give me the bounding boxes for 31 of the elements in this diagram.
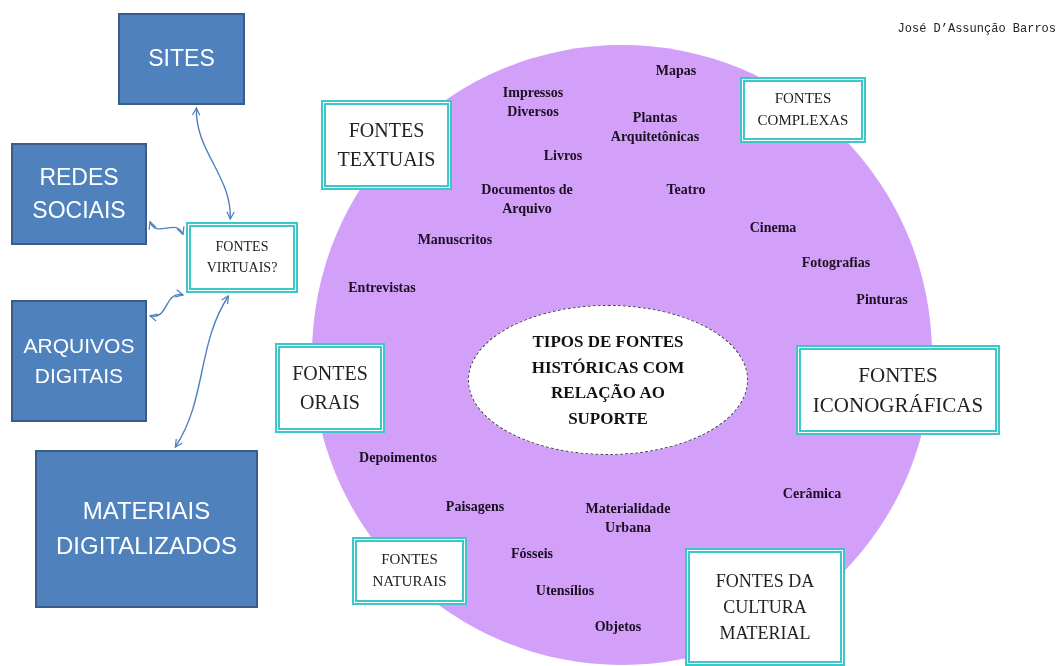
source-example-text: Mapas xyxy=(654,61,698,80)
source-example-text: Entrevistas xyxy=(347,278,417,297)
double-arrow xyxy=(149,221,184,236)
source-example-text: Depoimentos xyxy=(358,448,438,467)
category-box: MATERIAIS DIGITALIZADOS xyxy=(35,450,258,608)
question-box: FONTES VIRTUAIS? xyxy=(186,222,298,293)
source-example-text: Cerâmica xyxy=(781,484,843,503)
source-example-text: Teatro xyxy=(665,180,707,199)
source-example-text: Objetos xyxy=(593,617,643,636)
category-box: ARQUIVOS DIGITAIS xyxy=(11,300,147,422)
source-example-text: Livros xyxy=(542,146,584,165)
source-example-text: Pinturas xyxy=(855,290,909,309)
double-arrow xyxy=(174,295,230,448)
source-example-text: Paisagens xyxy=(444,497,506,516)
source-example-text: Plantas Arquitetônicas xyxy=(609,109,701,146)
source-example-text: Utensílios xyxy=(534,581,596,600)
source-example-text: Cinema xyxy=(748,218,798,237)
source-example-text: Documentos de Arquivo xyxy=(480,181,574,218)
source-example-text: Materialidade Urbana xyxy=(584,500,672,537)
double-arrow xyxy=(192,107,235,220)
source-example-text: Manuscritos xyxy=(416,230,494,249)
category-box: REDES SOCIAIS xyxy=(11,143,147,245)
category-box: FONTES ORAIS xyxy=(275,343,385,433)
source-example-text: Impressos Diversos xyxy=(501,84,565,121)
double-arrow xyxy=(149,290,184,321)
author-credit: José D’Assunção Barros xyxy=(897,22,1056,36)
site-box: SITES xyxy=(118,13,245,105)
center-ellipse: TIPOS DE FONTES HISTÓRICAS COM RELAÇÃO AO SUPORTE xyxy=(468,305,748,455)
source-example-text: Fósseis xyxy=(510,544,554,563)
source-example-text: Fotografias xyxy=(800,253,872,272)
category-box: FONTES ICONOGRÁFICAS xyxy=(796,345,1000,435)
